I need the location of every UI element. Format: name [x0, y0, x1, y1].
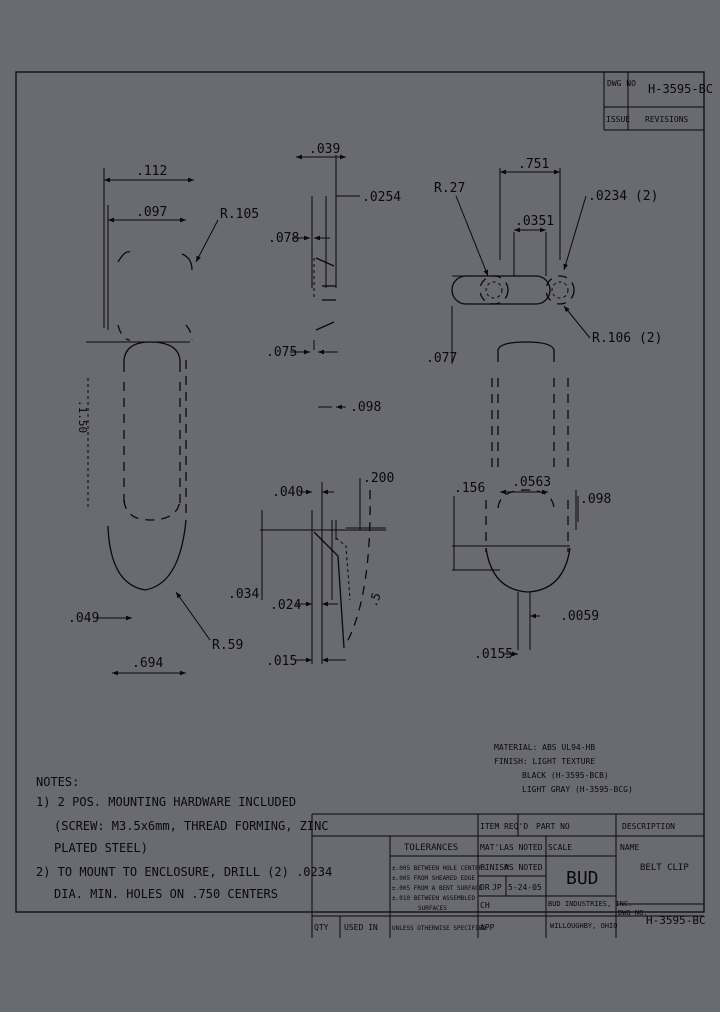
tb-tol-5: SURFACES: [418, 905, 447, 912]
side-view-bottom: [260, 478, 386, 664]
side-view-top-dims: .039 .0254 .078 .075 .098: [266, 142, 401, 415]
side-view-bottom-dims: .040 .200 .5 .034 .024 .015: [228, 471, 394, 669]
header-dwg-number: H-3595-BC: [648, 82, 713, 96]
top-right-view-dims: .751 .0351 R.27 .0234 (2) R.106 (2) .077: [426, 157, 662, 366]
dim-200: .200: [363, 471, 394, 486]
dim-015: .015: [266, 654, 297, 669]
dim-098-mid: .098: [350, 400, 381, 415]
tb-used-in: USED IN: [344, 923, 378, 932]
dim-155: .0155: [474, 647, 513, 662]
side-view-top: [311, 155, 337, 350]
dim-078: .078: [268, 231, 299, 246]
svg-text:.5: .5: [366, 591, 384, 609]
tb-tol-1: ±.005 BETWEEN HOLE CENTERS: [392, 865, 486, 872]
material-line-3: BLACK (H-3595-BCB): [522, 771, 609, 780]
dim-040: .040: [272, 485, 303, 500]
tb-item-req: ITEM REQ'D: [480, 822, 528, 831]
tb-dwg-value: H-3595-BC: [646, 914, 706, 927]
dim-r27: R.27: [434, 181, 465, 196]
tb-app-label: APP: [480, 923, 495, 932]
tb-dr-value: JP: [492, 883, 502, 892]
issue-label: ISSUE: [606, 115, 630, 124]
dim-112: .112: [136, 164, 167, 179]
dim-077: .077: [426, 351, 457, 366]
tb-city: WILLOUGHBY, OHIO: [550, 922, 617, 930]
note-1-line-3: PLATED STEEL): [54, 841, 148, 855]
material-line-2: FINISH: LIGHT TEXTURE: [494, 757, 595, 766]
dim-751: .751: [518, 157, 549, 172]
dim-039: .039: [309, 142, 340, 157]
dim-097: .097: [136, 205, 167, 220]
tb-logo: BUD: [566, 868, 599, 889]
tb-finish-value: AS NOTED: [504, 863, 543, 872]
tb-name-label: NAME: [620, 843, 639, 852]
tb-finish-label: FINISH: [480, 863, 509, 872]
tb-matl-label: MAT'L: [480, 843, 504, 852]
material-line-1: MATERIAL: ABS UL94-HB: [494, 743, 595, 752]
tb-matl-value: AS NOTED: [504, 843, 543, 852]
top-right-view: [451, 168, 575, 305]
header-block: DWG NO H-3595-BC ISSUE REVISIONS: [603, 72, 713, 131]
tb-dwg-label: DWG NO.: [618, 909, 648, 917]
dim-r59: R.59: [212, 638, 243, 653]
tb-company: BUD INDUSTRIES, INC.: [548, 900, 632, 908]
dim-0563: .0563: [512, 475, 551, 490]
tb-tol-4: ±.010 BETWEEN ASSEMBLED: [392, 895, 475, 902]
tb-unless: UNLESS OTHERWISE SPECIFIED: [392, 925, 486, 932]
tb-qty: QTY: [314, 923, 329, 932]
dim-r105: R.105: [220, 207, 259, 222]
dim-0351: .0351: [515, 214, 554, 229]
note-2-line-2: DIA. MIN. HOLES ON .750 CENTERS: [54, 887, 278, 901]
notes-title: NOTES:: [36, 775, 79, 789]
dim-694: .694: [132, 656, 163, 671]
bottom-right-view: [452, 341, 577, 650]
notes-block: NOTES: 1) 2 POS. MOUNTING HARDWARE INCLU…: [36, 775, 332, 901]
dim-156-top: .156: [454, 481, 485, 496]
tb-ch-label: CH: [480, 901, 490, 910]
dim-098-right: .098: [580, 492, 611, 507]
tb-part-no: PART NO: [536, 822, 570, 831]
dim-vertical-150: .1.50: [76, 400, 89, 433]
note-1-line-2: (SCREW: M3.5x6mm, THREAD FORMING, ZINC: [54, 819, 329, 833]
bottom-right-view-dims: .156 .0563 .098 .0059 .0155: [453, 475, 611, 662]
dim-075: .075: [266, 345, 297, 360]
note-1-line-1: 1) 2 POS. MOUNTING HARDWARE INCLUDED: [36, 795, 296, 809]
dim-034: .034: [228, 587, 259, 602]
tb-description: DESCRIPTION: [622, 822, 675, 831]
title-block: ITEM REQ'D PART NO DESCRIPTION TOLERANCE…: [311, 813, 706, 938]
dim-r106: R.106 (2): [592, 331, 662, 346]
tb-scale-label: SCALE: [548, 843, 572, 852]
material-block: MATERIAL: ABS UL94-HB FINISH: LIGHT TEXT…: [494, 743, 633, 794]
dwg-no-label: DWG NO: [607, 79, 636, 88]
tb-tol-3: ±.005 FROM A BENT SURFACE: [392, 885, 483, 892]
tb-tol-2: ±.005 FROM SHEARED EDGE: [392, 875, 475, 882]
tb-date-value: 5-24-05: [508, 883, 542, 892]
dim-049: .049: [68, 611, 99, 626]
tb-dr-label: DR: [480, 883, 490, 892]
material-line-4: LIGHT GRAY (H-3595-BCG): [522, 785, 633, 794]
dim-024: .024: [270, 598, 301, 613]
front-view-dims: .112 .097 R.105 .049 R.59 .694 .1.50: [68, 164, 259, 676]
revisions-label: REVISIONS: [645, 115, 689, 124]
tb-name-value: BELT CLIP: [640, 863, 689, 873]
tb-tolerances: TOLERANCES: [404, 843, 458, 853]
front-view: [86, 251, 193, 591]
note-2-line-1: 2) TO MOUNT TO ENCLOSURE, DRILL (2) .023…: [36, 865, 332, 879]
dim-0059: .0059: [560, 609, 599, 624]
dim-0234: .0234 (2): [588, 189, 658, 204]
drawing-border: [15, 71, 705, 913]
dim-0254: .0254: [362, 190, 401, 205]
